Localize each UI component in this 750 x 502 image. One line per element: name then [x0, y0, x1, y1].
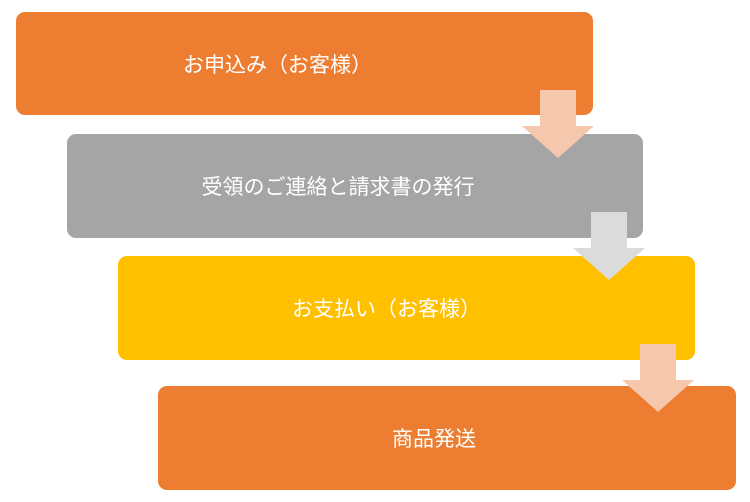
- flow-step-label: お申込み（お客様）: [183, 52, 372, 77]
- down-arrow-shape: [622, 344, 694, 412]
- down-arrow-shape: [522, 90, 594, 158]
- flow-step-shipping: 商品発送: [158, 386, 736, 490]
- down-arrow-shape: [573, 212, 645, 280]
- flow-step-label: 受領のご連絡と請求書の発行: [201, 175, 475, 199]
- flow-step-payment: お支払い（お客様）: [118, 256, 695, 360]
- flow-step-label: お支払い（お客様）: [292, 297, 481, 321]
- flow-step-application: お申込み（お客様）: [16, 12, 593, 115]
- down-arrow-icon: [573, 212, 645, 280]
- flow-step-label: 商品発送: [392, 427, 476, 451]
- down-arrow-icon: [522, 90, 594, 158]
- flow-step-receipt-invoice: 受領のご連絡と請求書の発行: [67, 134, 643, 238]
- down-arrow-icon: [622, 344, 694, 412]
